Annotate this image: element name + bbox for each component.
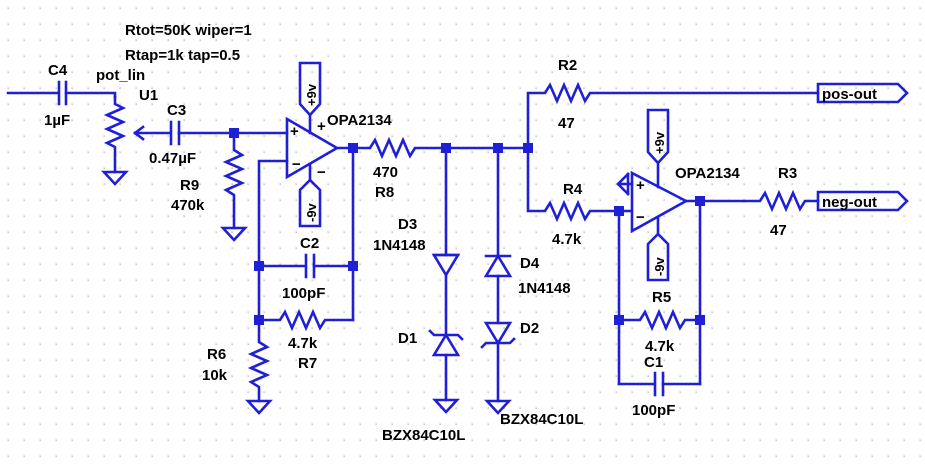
- opamp1-vneg-label: -9v: [304, 202, 319, 222]
- r6-value: 10k: [202, 367, 228, 384]
- r3-ref: R3: [778, 165, 797, 182]
- r2-value: 47: [558, 115, 575, 132]
- d1-ref: D1: [398, 330, 417, 347]
- opamp1-plus-sign: +: [290, 123, 299, 140]
- r6-ref: R6: [207, 346, 226, 363]
- capacitor-c4[interactable]: [57, 80, 68, 106]
- c4-ref: C4: [48, 62, 68, 79]
- resistor-r8[interactable]: [353, 136, 530, 160]
- potentiometer-u1[interactable]: [103, 95, 172, 174]
- opamp2-vneg-label: -9v: [652, 256, 667, 276]
- input-wire[interactable]: [6, 91, 117, 99]
- d2-ref: D2: [520, 320, 539, 337]
- r9-ref: R9: [180, 177, 199, 194]
- capacitor-c1[interactable]: [617, 371, 702, 397]
- r5-value: 4.7k: [645, 338, 675, 355]
- pot-directive-line2: Rtap=1k tap=0.5: [125, 47, 240, 64]
- opamp2-minus-sign: −: [636, 209, 645, 226]
- port-pos-out[interactable]: [816, 82, 909, 104]
- ground-symbol-d2: [484, 399, 512, 415]
- diode-d3[interactable]: [431, 146, 461, 335]
- d1-value: BZX84C10L: [382, 427, 465, 444]
- r3-value: 47: [770, 222, 787, 239]
- resistor-r6[interactable]: [247, 318, 271, 403]
- d2-value: BZX84C10L: [500, 411, 583, 428]
- ground-symbol-u1: [101, 170, 129, 186]
- zener-d1[interactable]: [428, 329, 464, 402]
- ground-symbol-d1: [432, 398, 460, 414]
- opamp2-vneg-flag: [646, 216, 670, 282]
- opamp1-vneg-flag: [298, 162, 322, 228]
- opamp1-model: OPA2134: [327, 112, 392, 129]
- r8-ref: R8: [375, 184, 394, 201]
- r8-value: 470: [373, 164, 398, 181]
- r5-ref: R5: [652, 289, 671, 306]
- resistor-r2[interactable]: [526, 81, 820, 150]
- c2-value: 100pF: [282, 285, 325, 302]
- c1-ref: C1: [644, 354, 663, 371]
- opamp1-vpos-label: +9v: [304, 83, 319, 106]
- r7-value: 4.7k: [288, 335, 318, 352]
- opamp2-vpos-label: +9v: [652, 131, 667, 154]
- zener-d2[interactable]: [480, 321, 516, 403]
- pot-directive-line1: Rtot=50K wiper=1: [125, 22, 252, 39]
- r7-ref: R7: [298, 355, 317, 372]
- pot-directive-line3: pot_lin: [96, 67, 145, 84]
- port-neg-out[interactable]: [816, 190, 909, 212]
- ground-symbol-r9: [220, 226, 248, 242]
- r4-value: 4.7k: [552, 231, 582, 248]
- r2-ref: R2: [558, 57, 577, 74]
- resistor-r5[interactable]: [617, 199, 702, 386]
- resistor-r3[interactable]: [742, 189, 820, 213]
- opamp1-minus-sign: −: [292, 156, 301, 173]
- opamp2-plus-sign: +: [636, 177, 645, 194]
- resistor-r4[interactable]: [526, 146, 632, 223]
- c3-value: 0.47µF: [149, 150, 196, 167]
- diode-d4[interactable]: [483, 146, 513, 325]
- u1-ref: U1: [139, 87, 158, 104]
- opamp1-vpos-flag: [298, 61, 322, 135]
- opamp1-pin-minus: −: [317, 164, 326, 181]
- c2-ref: C2: [300, 235, 319, 252]
- resistor-r7[interactable]: [257, 146, 355, 332]
- d4-ref: D4: [520, 255, 540, 272]
- d3-value: 1N4148: [373, 237, 426, 254]
- c1-value: 100pF: [632, 402, 675, 419]
- neg-out-label: neg-out: [822, 194, 877, 211]
- c3-ref: C3: [167, 102, 186, 119]
- opamp2-vpos-flag: [646, 108, 670, 189]
- c4-value: 1µF: [44, 112, 70, 129]
- capacitor-c2[interactable]: [257, 253, 355, 279]
- junction-dots: [229, 128, 705, 325]
- ground-symbol-r6: [245, 399, 273, 415]
- opamp2-model: OPA2134: [675, 165, 740, 182]
- r4-ref: R4: [563, 181, 583, 198]
- pos-out-label: pos-out: [822, 86, 877, 103]
- resistor-r9[interactable]: [222, 131, 246, 230]
- r9-value: 470k: [171, 197, 205, 214]
- d4-value: 1N4148: [518, 280, 571, 297]
- opamp1-pin-plus: +: [317, 118, 326, 135]
- d3-ref: D3: [398, 216, 417, 233]
